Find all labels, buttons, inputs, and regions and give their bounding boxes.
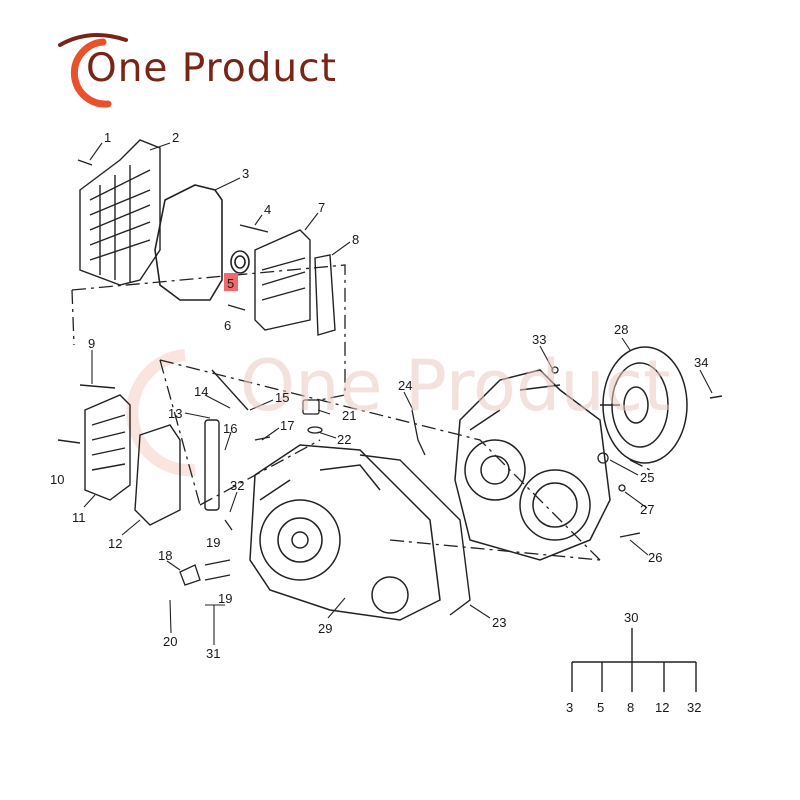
legend-child-12: 12	[655, 700, 669, 715]
callout-20: 20	[163, 634, 177, 649]
callout-33: 33	[532, 332, 546, 347]
legend-child-32: 32	[687, 700, 701, 715]
callout-13: 13	[168, 406, 182, 421]
part-transmission-case	[249, 444, 441, 621]
callout-31: 31	[206, 646, 220, 661]
part-torque-converter	[600, 346, 688, 464]
brand-logo-icon	[58, 33, 128, 108]
callout-29: 29	[318, 621, 332, 636]
highlight-box	[224, 273, 238, 291]
callout-23: 23	[492, 615, 506, 630]
callout-17: 17	[280, 418, 294, 433]
callout-24: 24	[398, 378, 412, 393]
part-shift-rod	[204, 369, 249, 511]
legend-labels: 3 5 8 12 32	[566, 700, 701, 715]
callout-28: 28	[614, 322, 628, 337]
callout-16: 16	[223, 421, 237, 436]
part-small-hardware	[179, 366, 626, 586]
watermark-text: One Product	[240, 345, 671, 427]
callout-6: 6	[224, 318, 231, 333]
callout-22: 22	[337, 432, 351, 447]
callout-7: 7	[318, 200, 325, 215]
legend-child-3: 3	[566, 700, 573, 715]
callout-25: 25	[640, 470, 654, 485]
assembly-dash-lines	[71, 264, 651, 561]
callout-14: 14	[194, 384, 208, 399]
part-converter-housing	[454, 369, 611, 561]
part-gasket	[154, 184, 223, 301]
part-seal-ring	[230, 250, 250, 274]
callout-18: 18	[158, 548, 172, 563]
part-case-gasket	[359, 454, 471, 616]
part-valve-cover	[79, 139, 161, 286]
callout-11: 11	[72, 510, 86, 525]
callout-10: 10	[50, 472, 64, 487]
callout-32: 32	[230, 478, 244, 493]
callout-4: 4	[264, 202, 271, 217]
callout-34: 34	[694, 355, 708, 370]
callout-21: 21	[342, 408, 356, 423]
brand-name: One Product	[86, 46, 337, 91]
legend-child-5: 5	[597, 700, 604, 715]
legend-tree	[571, 628, 697, 692]
part-valve-body	[254, 229, 336, 336]
callout-30: 30	[624, 610, 638, 625]
callout-labels: 1 2 3 4 5 6 7 8 9 10 11 12 13 14 15 16 1…	[50, 130, 708, 661]
callout-19a: 19	[206, 535, 220, 550]
callout-1: 1	[104, 130, 111, 145]
callout-5: 5	[227, 276, 234, 291]
callout-27: 27	[640, 502, 654, 517]
part-lower-valve-body	[84, 394, 181, 526]
callout-9: 9	[88, 336, 95, 351]
callout-12: 12	[108, 536, 122, 551]
callout-3: 3	[242, 166, 249, 181]
legend-child-8: 8	[627, 700, 634, 715]
callout-2: 2	[172, 130, 179, 145]
callout-15: 15	[275, 390, 289, 405]
part-bolts	[57, 159, 723, 538]
callout-8: 8	[352, 232, 359, 247]
callout-26: 26	[648, 550, 662, 565]
callout-19b: 19	[218, 591, 232, 606]
leader-lines	[83, 142, 713, 645]
